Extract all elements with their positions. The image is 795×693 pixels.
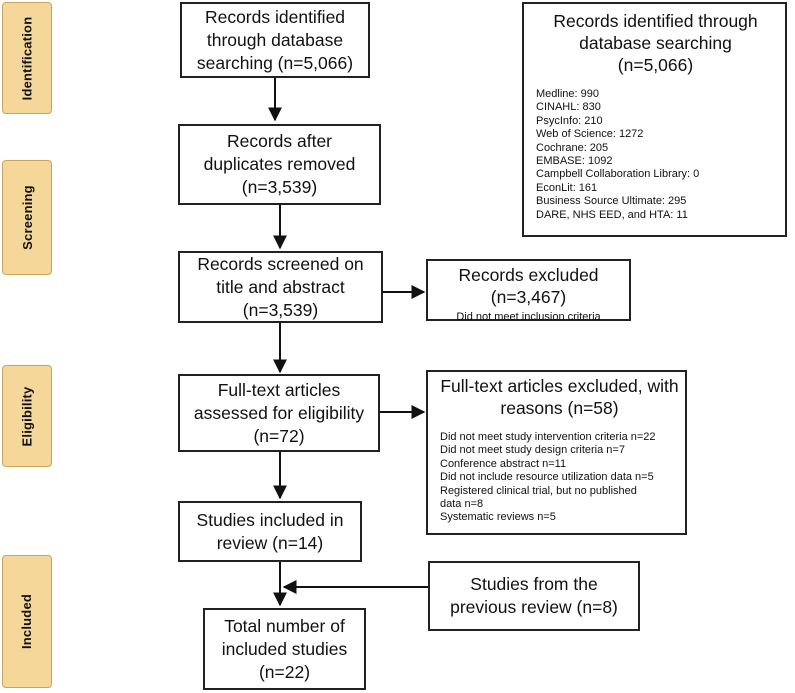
database-source: Medline: 990 <box>536 88 599 100</box>
box-total-included: Total number of included studies (n=22) <box>203 608 366 690</box>
screened-line-1: Records screened on <box>197 253 364 274</box>
previous-line-2: previous review (n=8) <box>450 597 618 617</box>
database-source: EconLit: 161 <box>536 181 598 194</box>
exclusion-reason: data n=8 <box>440 498 484 511</box>
excluded-title-line-1: Records excluded <box>458 265 599 285</box>
exclusion-reason: Conference abstract n=11 <box>440 457 567 470</box>
excluded-title-line-2: (n=3,467) <box>490 287 567 307</box>
exclusion-reason: Did not meet study intervention criteria… <box>440 431 656 443</box>
exclusion-reason: Did not meet study design criteria n=7 <box>440 444 625 457</box>
box-records-excluded: Records excluded (n=3,467) Did not meet … <box>426 259 631 323</box>
identified-line-1: Records identified <box>204 6 346 27</box>
database-source: Business Source Ultimate: 295 <box>536 195 687 208</box>
database-source: EMBASE: 1092 <box>536 155 613 168</box>
box-fulltext-assessed: Full-text articles assessed for eligibil… <box>178 374 380 452</box>
box-fulltext-excluded: Full-text articles excluded, with reason… <box>426 370 687 535</box>
exclusion-reason: Systematic reviews n=5 <box>440 511 556 524</box>
box-studies-included: Studies included in review (n=14) <box>178 501 362 562</box>
fulltext-excluded-title: Full-text articles excluded, with reason… <box>440 375 679 419</box>
database-source-list: Medline: 990 CINAHL: 830 PsycInfo: 210 W… <box>536 88 775 222</box>
database-source: Cochrane: 205 <box>536 141 609 154</box>
phase-included: Included <box>2 555 52 688</box>
fulltext-line-3: (n=72) <box>253 425 305 446</box>
fulltext-excluded-title-line-2: reasons (n=58) <box>500 398 619 418</box>
fulltext-line-1: Full-text articles <box>217 379 341 400</box>
box-records-screened: Records screened on title and abstract (… <box>178 251 383 323</box>
fulltext-excluded-reasons: Did not meet study intervention criteria… <box>440 431 679 525</box>
duplicates-line-3: (n=3,539) <box>241 177 318 197</box>
box-database-sources: Records identified through database sear… <box>522 2 787 237</box>
excluded-title: Records excluded (n=3,467) <box>432 264 625 308</box>
phase-screening: Screening <box>2 160 52 275</box>
duplicates-line-1: Records after <box>226 131 333 151</box>
included-line-1: Studies included in <box>196 509 344 530</box>
box-previous-review: Studies from the previous review (n=8) <box>428 561 640 631</box>
identified-line-2: through database <box>206 29 344 50</box>
phase-identification: Identification <box>2 2 52 114</box>
screened-line-2: title and abstract <box>216 276 345 297</box>
database-title-line-2: database searching <box>579 33 732 53</box>
fulltext-line-2: assessed for eligibility <box>193 402 365 423</box>
database-title-line-1: Records identified through <box>553 11 758 31</box>
database-source: CINAHL: 830 <box>536 101 601 114</box>
duplicates-line-2: duplicates removed <box>203 154 356 174</box>
exclusion-reason: Registered clinical trial, but no publis… <box>440 484 637 497</box>
excluded-reason: Did not meet inclusion criteria <box>456 311 601 323</box>
database-source: PsycInfo: 210 <box>536 114 603 127</box>
database-title-line-3: (n=5,066) <box>617 55 694 75</box>
included-line-2: review (n=14) <box>216 532 324 553</box>
database-title: Records identified through database sear… <box>536 10 775 76</box>
identified-line-3: searching (n=5,066) <box>196 52 354 73</box>
box-records-identified: Records identified through database sear… <box>180 2 370 78</box>
previous-line-1: Studies from the <box>470 574 598 594</box>
total-line-3: (n=22) <box>258 661 311 682</box>
exclusion-reason: Did not include resource utilization dat… <box>440 471 654 484</box>
database-source: Campbell Collaboration Library: 0 <box>536 168 700 181</box>
fulltext-excluded-title-line-1: Full-text articles excluded, with <box>440 376 679 396</box>
box-after-duplicates: Records after duplicates removed (n=3,53… <box>178 124 381 205</box>
total-line-1: Total number of <box>224 615 345 636</box>
screened-line-3: (n=3,539) <box>242 299 319 320</box>
database-source: DARE, NHS EED, and HTA: 11 <box>536 208 688 221</box>
total-line-2: included studies <box>221 638 348 659</box>
phase-eligibility: Eligibility <box>2 365 52 467</box>
database-source: Web of Science: 1272 <box>536 128 644 141</box>
